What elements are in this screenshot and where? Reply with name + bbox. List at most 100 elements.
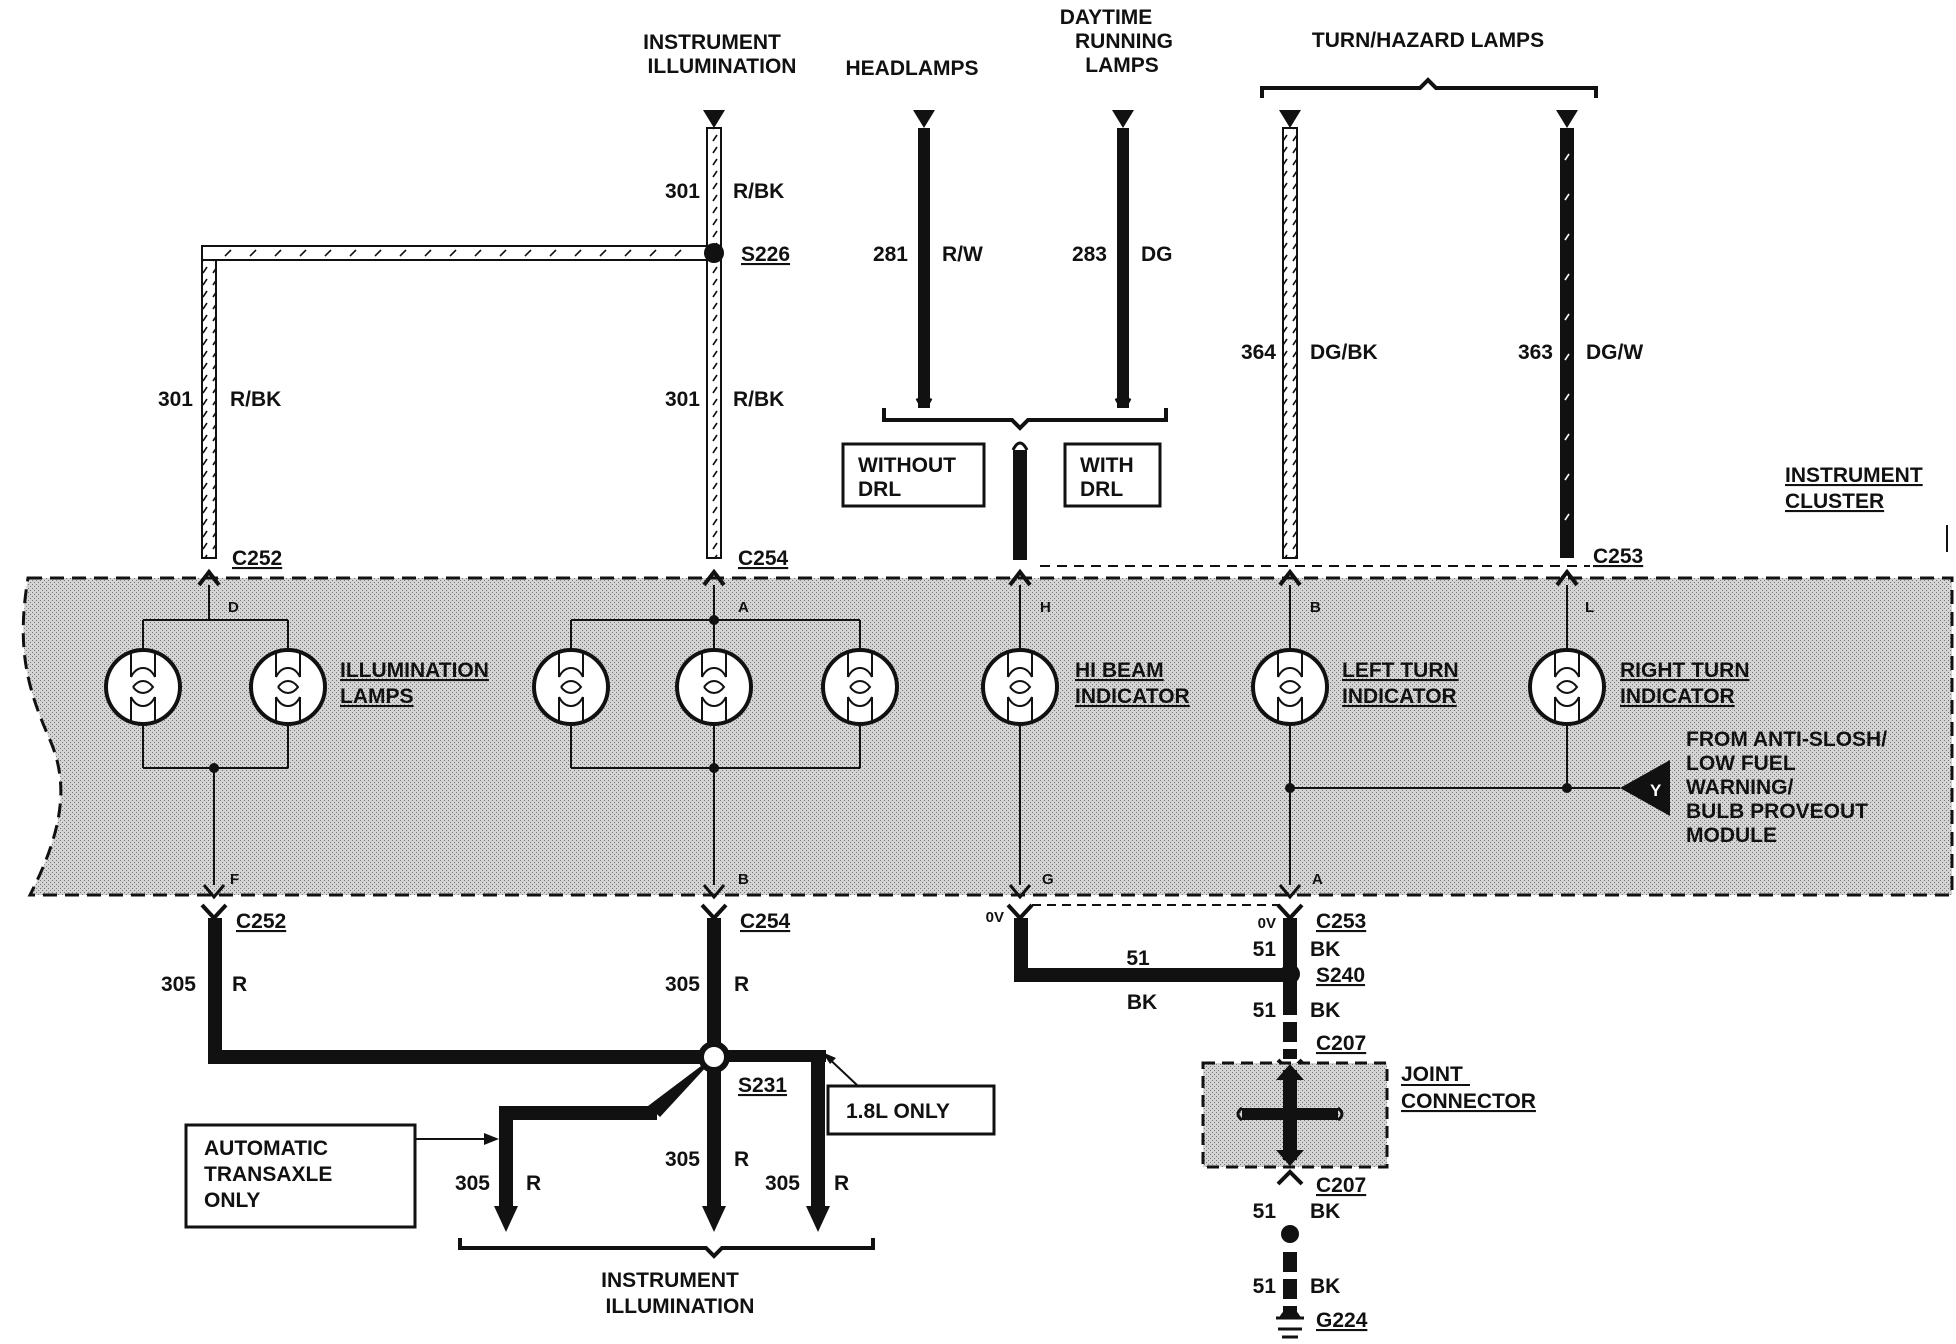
auto-transaxle-pointer-head [484, 1133, 499, 1145]
wire-363-circuit: 363 [1518, 341, 1553, 364]
wire-301-horizontal-ticks [224, 249, 682, 257]
connector-c254-bottom: C254 [740, 910, 791, 933]
module-letter: Y [1650, 781, 1662, 800]
module-input-triangle [1620, 760, 1670, 816]
wire-363-ticks [1564, 153, 1570, 521]
only-18l-pointer-head [822, 1052, 836, 1064]
instrument-cluster-title-1: INSTRUMENT [1785, 464, 1923, 487]
wire-305-b3-color: R [834, 1172, 849, 1195]
splice-s240-dot [1280, 964, 1300, 984]
wire-51-mid-circuit: 51 [1253, 999, 1277, 1022]
bulb-icon [249, 648, 327, 726]
with-drl-box [1063, 442, 1162, 508]
pin-b-bottom: B [738, 871, 749, 888]
wire-301-left-circuit: 301 [158, 388, 193, 411]
auto-transaxle-line3: ONLY [204, 1189, 260, 1212]
wire-305-b3-circuit: 305 [765, 1172, 800, 1195]
module-note-5: MODULE [1686, 824, 1777, 847]
module-note-2: LOW FUEL [1686, 752, 1796, 775]
splice-s226-label: S226 [741, 243, 790, 266]
wire-305-b1-color: R [526, 1172, 541, 1195]
pin-a-bottom: A [1312, 871, 1323, 888]
wire-51-horiz-circuit: 51 [1126, 947, 1150, 970]
wire-305-mid-color: R [734, 973, 749, 996]
auto-transaxle-line2: TRANSAXLE [204, 1163, 332, 1186]
wire-301-mid-color: R/BK [733, 388, 784, 411]
splice-s240-label: S240 [1316, 964, 1365, 987]
cluster-junction-dots [209, 615, 1572, 793]
header-instrument-illumination-1: INSTRUMENT [643, 31, 781, 54]
wire-281-circuit: 281 [873, 243, 908, 266]
header-drl-1: DAYTIME [1060, 6, 1153, 29]
top-connector-chevrons [197, 568, 1579, 587]
splice-s231-label: S231 [738, 1074, 787, 1097]
wire-281-283-hooks [915, 396, 1132, 408]
header-drl-3: LAMPS [1085, 54, 1159, 77]
pin-h: H [1040, 599, 1051, 616]
illumination-lamps-label-1: ILLUMINATION [340, 659, 489, 682]
connector-c207-top: C207 [1316, 1032, 1366, 1055]
right-turn-label-1: RIGHT TURN [1620, 659, 1750, 682]
wire-51-mid-color: BK [1310, 999, 1340, 1022]
wire-305-b1-circuit: 305 [455, 1172, 490, 1195]
bottom-illumination-1: INSTRUMENT [601, 1269, 739, 1292]
wire-51-bottom-circuit: 51 [1253, 1275, 1277, 1298]
connector-c252-top: C252 [232, 547, 282, 570]
bulb-icon [532, 648, 610, 726]
left-turn-bulb-icon [1251, 648, 1329, 726]
instrument-cluster-title-2: CLUSTER [1785, 490, 1884, 513]
connector-c207-bottom: C207 [1316, 1174, 1366, 1197]
drl-selection-brace [882, 408, 1168, 431]
ground-icon [1276, 1308, 1304, 1339]
header-instrument-illumination-2: ILLUMINATION [648, 55, 797, 78]
right-turn-label-2: INDICATOR [1620, 685, 1735, 708]
joint-connector-label-1: JOINT [1401, 1063, 1463, 1086]
wire-363-color: DG/W [1586, 341, 1643, 364]
header-drl-2: RUNNING [1075, 30, 1173, 53]
bottom-connector-chevrons-inner [202, 884, 1302, 900]
header-turn-hazard: TURN/HAZARD LAMPS [1312, 29, 1544, 52]
joint-connector-hooks [1236, 1106, 1344, 1122]
wire-364-color: DG/BK [1310, 341, 1378, 364]
wire-301-mid-circuit: 301 [665, 388, 700, 411]
bulb-icon [104, 648, 182, 726]
wire-51-top-color: BK [1310, 938, 1340, 961]
wire-305-network [208, 918, 826, 1208]
hi-beam-label-1: HI BEAM [1075, 659, 1164, 682]
hi-beam-label-2: INDICATOR [1075, 685, 1190, 708]
illumination-lamp-bulbs [104, 648, 899, 726]
module-note-3: WARNING/ [1686, 776, 1793, 799]
pin-b-top: B [1310, 599, 1321, 616]
wire-305-left-color: R [232, 973, 247, 996]
ground-g224-label: G224 [1316, 1309, 1368, 1332]
with-drl-line2: DRL [1080, 478, 1123, 501]
wire-301-top-circuit: 301 [665, 180, 700, 203]
pin-d: D [228, 599, 239, 616]
bulb-icon [675, 648, 753, 726]
wire-301-striped [201, 127, 722, 559]
splice-low-dot [1281, 1225, 1299, 1243]
wire-283-color: DG [1141, 243, 1173, 266]
wire-301-left-color: R/BK [230, 388, 281, 411]
header-headlamps: HEADLAMPS [845, 57, 978, 80]
wire-305-arrowheads [494, 1206, 830, 1232]
pin-l: L [1585, 599, 1594, 616]
wire-305-left-circuit: 305 [161, 973, 196, 996]
connector-c253-bottom: C253 [1316, 910, 1366, 933]
splice-s231-dot [698, 1041, 730, 1073]
wire-281-color: R/W [942, 243, 983, 266]
wire-364-striped [1282, 127, 1298, 559]
joint-connector-label-2: CONNECTOR [1401, 1090, 1536, 1113]
wire-301-top-color: R/BK [733, 180, 784, 203]
connector-c252-bottom: C252 [236, 910, 286, 933]
instrument-cluster-body [21, 576, 1954, 897]
volt-left: 0V [986, 909, 1004, 926]
pin-f: F [230, 871, 239, 888]
bottom-illumination-brace [458, 1238, 875, 1259]
wire-281-283 [918, 128, 1129, 408]
without-drl-box [841, 442, 986, 508]
with-drl-line1: WITH [1080, 454, 1134, 477]
turn-hazard-brace [1260, 77, 1598, 98]
illumination-lamps-label-2: LAMPS [340, 685, 414, 708]
